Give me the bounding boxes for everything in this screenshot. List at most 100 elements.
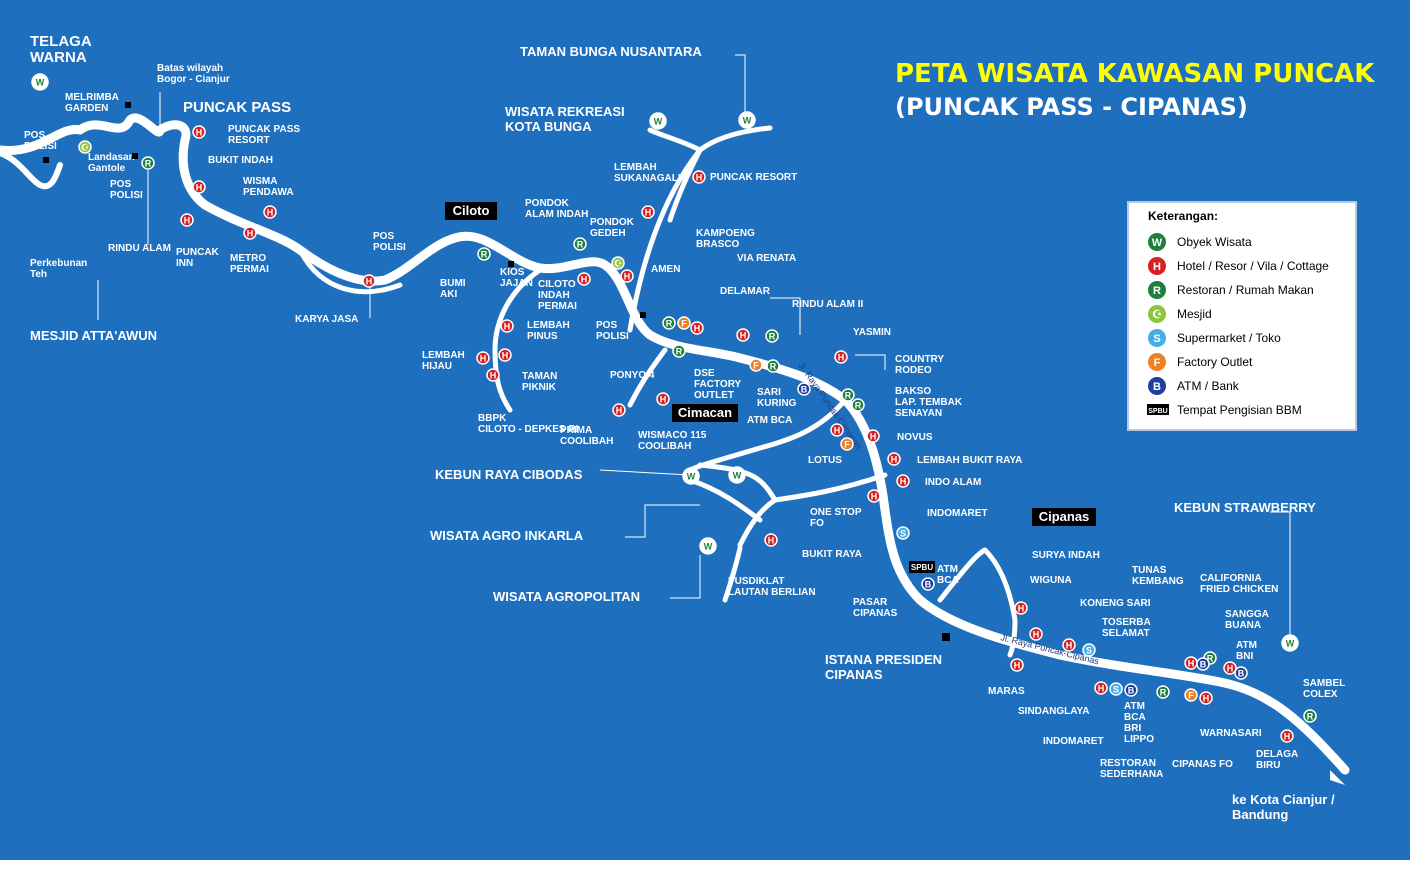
marker-letter: F	[844, 440, 850, 450]
wisata-marker-icon[interactable]: W	[682, 467, 700, 485]
hotel-marker-icon[interactable]: H	[736, 328, 750, 342]
restaurant-marker-icon[interactable]: R	[765, 329, 779, 343]
atm-marker-icon[interactable]: B	[797, 382, 811, 396]
marker-letter: H	[267, 208, 274, 218]
place-label-line: Landasan	[88, 152, 135, 163]
marker-letter: H	[838, 353, 845, 363]
factory-outlet-marker-icon[interactable]: F	[1184, 688, 1198, 702]
hotel-marker-icon[interactable]: H	[690, 321, 704, 335]
marker-circle	[1010, 658, 1024, 672]
restaurant-marker-icon[interactable]: R	[766, 359, 780, 373]
hotel-marker-icon[interactable]: H	[476, 351, 490, 365]
hotel-marker-icon[interactable]: H	[830, 423, 844, 437]
hotel-marker-icon[interactable]: H	[656, 392, 670, 406]
legend-item-label: Restoran / Rumah Makan	[1177, 283, 1314, 297]
hotel-marker-icon[interactable]: H	[263, 205, 277, 219]
atm-marker-icon[interactable]: B	[1196, 657, 1210, 671]
hotel-marker-icon[interactable]: H	[1014, 601, 1028, 615]
factory-outlet-marker-icon[interactable]: F	[840, 437, 854, 451]
wisata-marker-icon[interactable]: W	[31, 73, 49, 91]
side-road-agro	[687, 477, 763, 603]
hotel-marker-icon[interactable]: H	[1010, 658, 1024, 672]
marker-letter: W	[687, 472, 696, 482]
hotel-marker-icon[interactable]: H	[1223, 661, 1237, 675]
atm-marker-icon[interactable]: B	[1124, 683, 1138, 697]
hotel-marker-icon[interactable]: H	[1184, 656, 1198, 670]
restaurant-marker-icon[interactable]: R	[672, 344, 686, 358]
marker-circle	[765, 329, 779, 343]
marker-letter: H	[1066, 641, 1073, 651]
restaurant-marker-icon[interactable]: R	[662, 316, 676, 330]
place-label-line: PINUS	[527, 331, 558, 342]
marker-circle	[1109, 682, 1123, 696]
restaurant-marker-icon[interactable]: R	[841, 388, 855, 402]
atm-marker-icon[interactable]: B	[921, 577, 935, 591]
atm-marker-icon[interactable]: B	[1234, 666, 1248, 680]
hotel-marker-icon[interactable]: H	[1062, 638, 1076, 652]
marker-letter: H	[196, 183, 203, 193]
hotel-marker-icon[interactable]: H	[887, 452, 901, 466]
restaurant-marker-icon[interactable]: R	[1156, 685, 1170, 699]
hotel-marker-icon[interactable]: H	[192, 125, 206, 139]
legend-icon-letter: H	[1153, 261, 1161, 273]
hotel-marker-icon[interactable]: H	[620, 269, 634, 283]
place-label-line: JAJAN	[500, 278, 533, 289]
legend-title: Keterangan:	[1148, 209, 1218, 223]
place-label-line: WARNASARI	[1200, 728, 1262, 739]
hotel-marker-icon[interactable]: H	[500, 319, 514, 333]
hotel-marker-icon[interactable]: H	[764, 533, 778, 547]
hotel-marker-icon[interactable]: H	[486, 368, 500, 382]
hotel-marker-icon[interactable]: H	[641, 205, 655, 219]
hotel-marker-icon[interactable]: H	[1199, 691, 1213, 705]
marker-letter: H	[196, 128, 203, 138]
hotel-marker-icon[interactable]: H	[1094, 681, 1108, 695]
hotel-marker-icon[interactable]: H	[498, 348, 512, 362]
place-label-line: WISATA AGRO INKARLA	[430, 528, 584, 543]
restaurant-marker-icon[interactable]: R	[573, 237, 587, 251]
wisata-marker-icon[interactable]: W	[738, 111, 756, 129]
hotel-marker-icon[interactable]: H	[180, 213, 194, 227]
hotel-marker-icon[interactable]: H	[692, 170, 706, 184]
hotel-marker-icon[interactable]: H	[243, 226, 257, 240]
hotel-marker-icon[interactable]: H	[1280, 729, 1294, 743]
supermarket-marker-icon[interactable]: S	[1109, 682, 1123, 696]
spbu-marker-icon[interactable]: SPBU	[909, 561, 935, 573]
supermarket-marker-icon[interactable]: S	[1082, 643, 1096, 657]
marker-letter: H	[480, 354, 487, 364]
mosque-marker-icon[interactable]: ☪	[78, 140, 92, 154]
hotel-marker-icon[interactable]: H	[192, 180, 206, 194]
marker-letter: R	[770, 362, 777, 372]
hotel-marker-icon[interactable]: H	[867, 489, 881, 503]
hotel-marker-icon[interactable]: H	[577, 272, 591, 286]
factory-outlet-marker-icon[interactable]: F	[749, 358, 763, 372]
hotel-marker-icon[interactable]: H	[612, 403, 626, 417]
hotel-marker-icon[interactable]: H	[362, 274, 376, 288]
marker-letter: B	[801, 385, 808, 395]
restaurant-marker-icon[interactable]: R	[477, 247, 491, 261]
place-label-line: PRIMA	[560, 425, 592, 436]
hotel-marker-icon[interactable]: H	[1029, 627, 1043, 641]
legend-item-label: Tempat Pengisian BBM	[1177, 403, 1302, 417]
supermarket-marker-icon[interactable]: S	[896, 526, 910, 540]
hotel-marker-icon[interactable]: H	[866, 429, 880, 443]
point-marker	[640, 312, 646, 318]
wisata-marker-icon[interactable]: W	[1281, 634, 1299, 652]
restaurant-marker-icon[interactable]: R	[851, 398, 865, 412]
wisata-marker-icon[interactable]: W	[728, 466, 746, 484]
restaurant-marker-icon[interactable]: R	[1303, 709, 1317, 723]
place-label-line: CIPANAS	[853, 608, 898, 619]
side-road-ciloto	[492, 267, 543, 413]
place-label-ke-kota: ke Kota Cianjur /Bandung	[1232, 792, 1335, 822]
mosque-marker-icon[interactable]: ☪	[611, 256, 625, 270]
restaurant-marker-icon[interactable]: R	[141, 156, 155, 170]
hotel-marker-icon[interactable]: H	[896, 474, 910, 488]
wisata-marker-icon[interactable]: W	[649, 112, 667, 130]
factory-outlet-marker-icon[interactable]: F	[677, 316, 691, 330]
place-label-koneng-sari: KONENG SARI	[1080, 598, 1151, 609]
wisata-marker-icon[interactable]: W	[699, 537, 717, 555]
hotel-marker-icon[interactable]: H	[834, 350, 848, 364]
